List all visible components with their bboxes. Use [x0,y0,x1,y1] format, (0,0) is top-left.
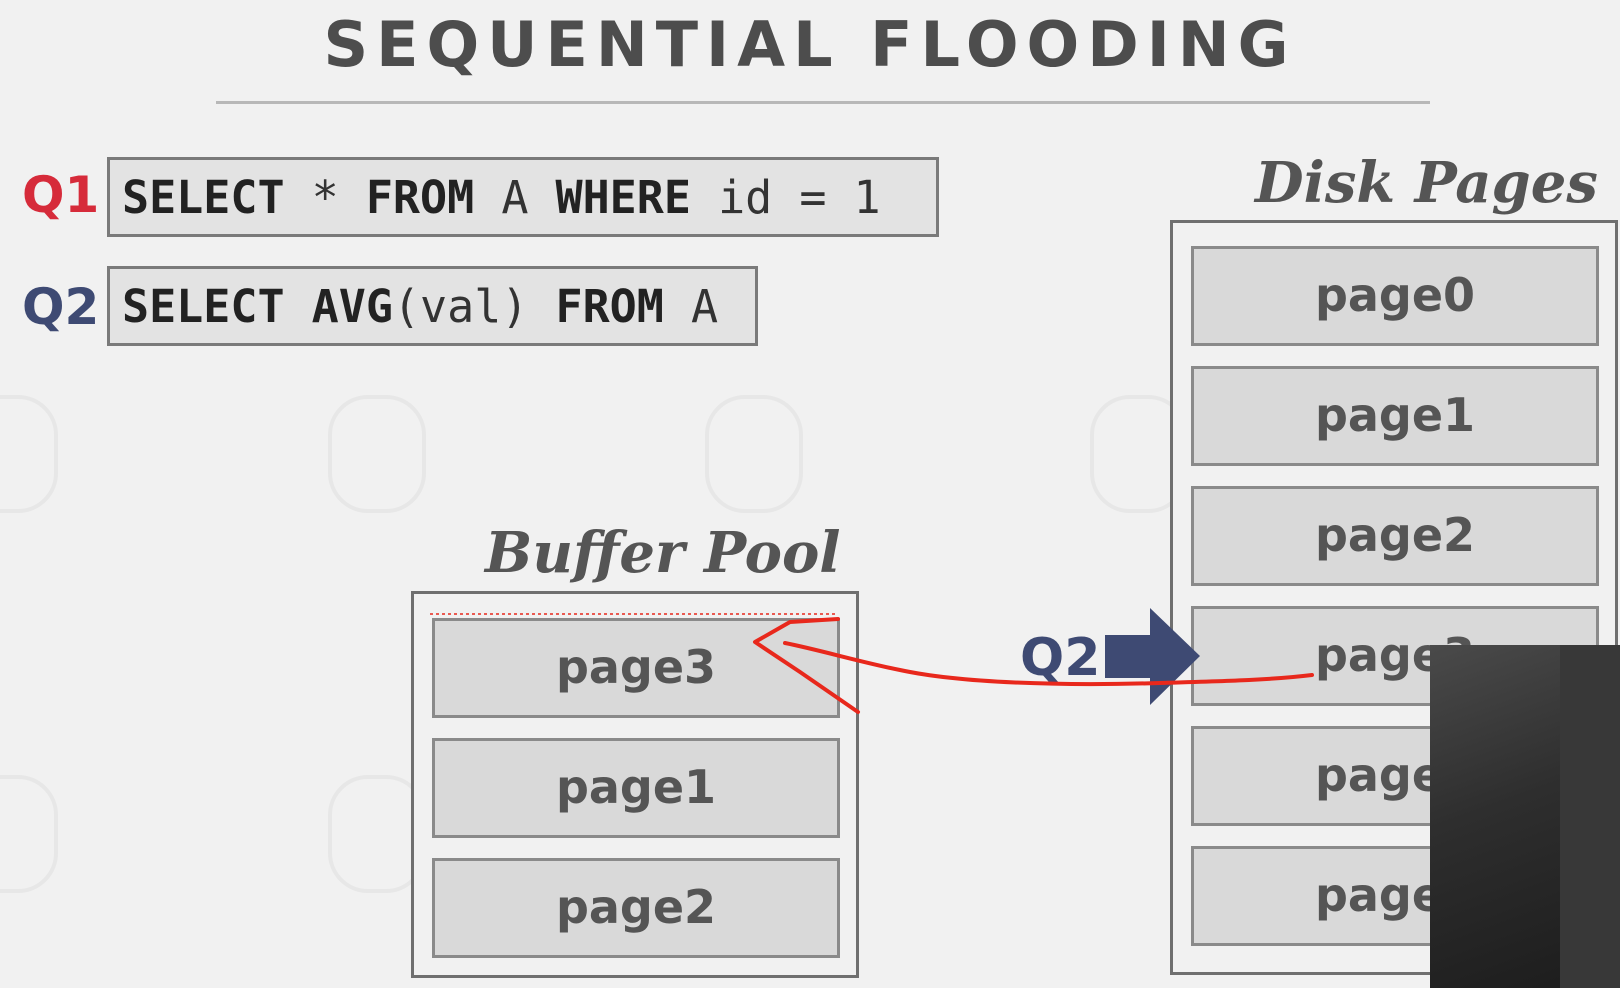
buffer-page-slot: page1 [432,738,840,838]
slide-title: SEQUENTIAL FLOODING [323,8,1297,81]
sql-star: * [311,171,339,224]
buffer-pool: page3 page1 page2 [411,591,859,978]
cursor-arrow-icon [1105,608,1200,705]
sql-table: A [690,280,719,333]
sql-condition: id = 1 [718,171,881,224]
sql-table: A [501,171,529,224]
query-label-q1: Q1 [22,166,100,224]
sql-keyword: FROM [555,280,664,333]
background-database-icon [328,395,426,513]
query-label-q2: Q2 [22,278,100,336]
buffer-page-slot: page3 [432,618,840,718]
query-q2-sql: SELECT AVG(val) FROM A [107,266,758,346]
hand-drawn-arrow-line [783,641,1314,687]
query-q1-sql: SELECT * FROM A WHERE id = 1 [107,157,939,237]
buffer-pool-title: Buffer Pool [485,520,841,586]
sql-keyword: WHERE [555,171,691,224]
sql-keyword: FROM [365,171,475,224]
cursor-label-q2: Q2 [1020,628,1101,688]
disk-pages-title: Disk Pages [1255,150,1598,216]
disk-page: page1 [1191,366,1599,466]
hand-drawn-arrowhead [753,617,860,714]
sql-keyword: SELECT [122,280,285,333]
sql-keyword: SELECT [122,171,285,224]
sql-avg-arg: (val) [392,280,529,333]
buffer-page-slot: page2 [432,858,840,958]
disk-page: page2 [1191,486,1599,586]
webcam-overlay-edge [1560,645,1620,988]
sql-keyword: AVG [311,280,393,333]
background-database-icon [705,395,803,513]
background-database-icon [0,395,58,513]
disk-page: page0 [1191,246,1599,346]
title-divider [216,101,1430,104]
background-database-icon [0,775,58,893]
